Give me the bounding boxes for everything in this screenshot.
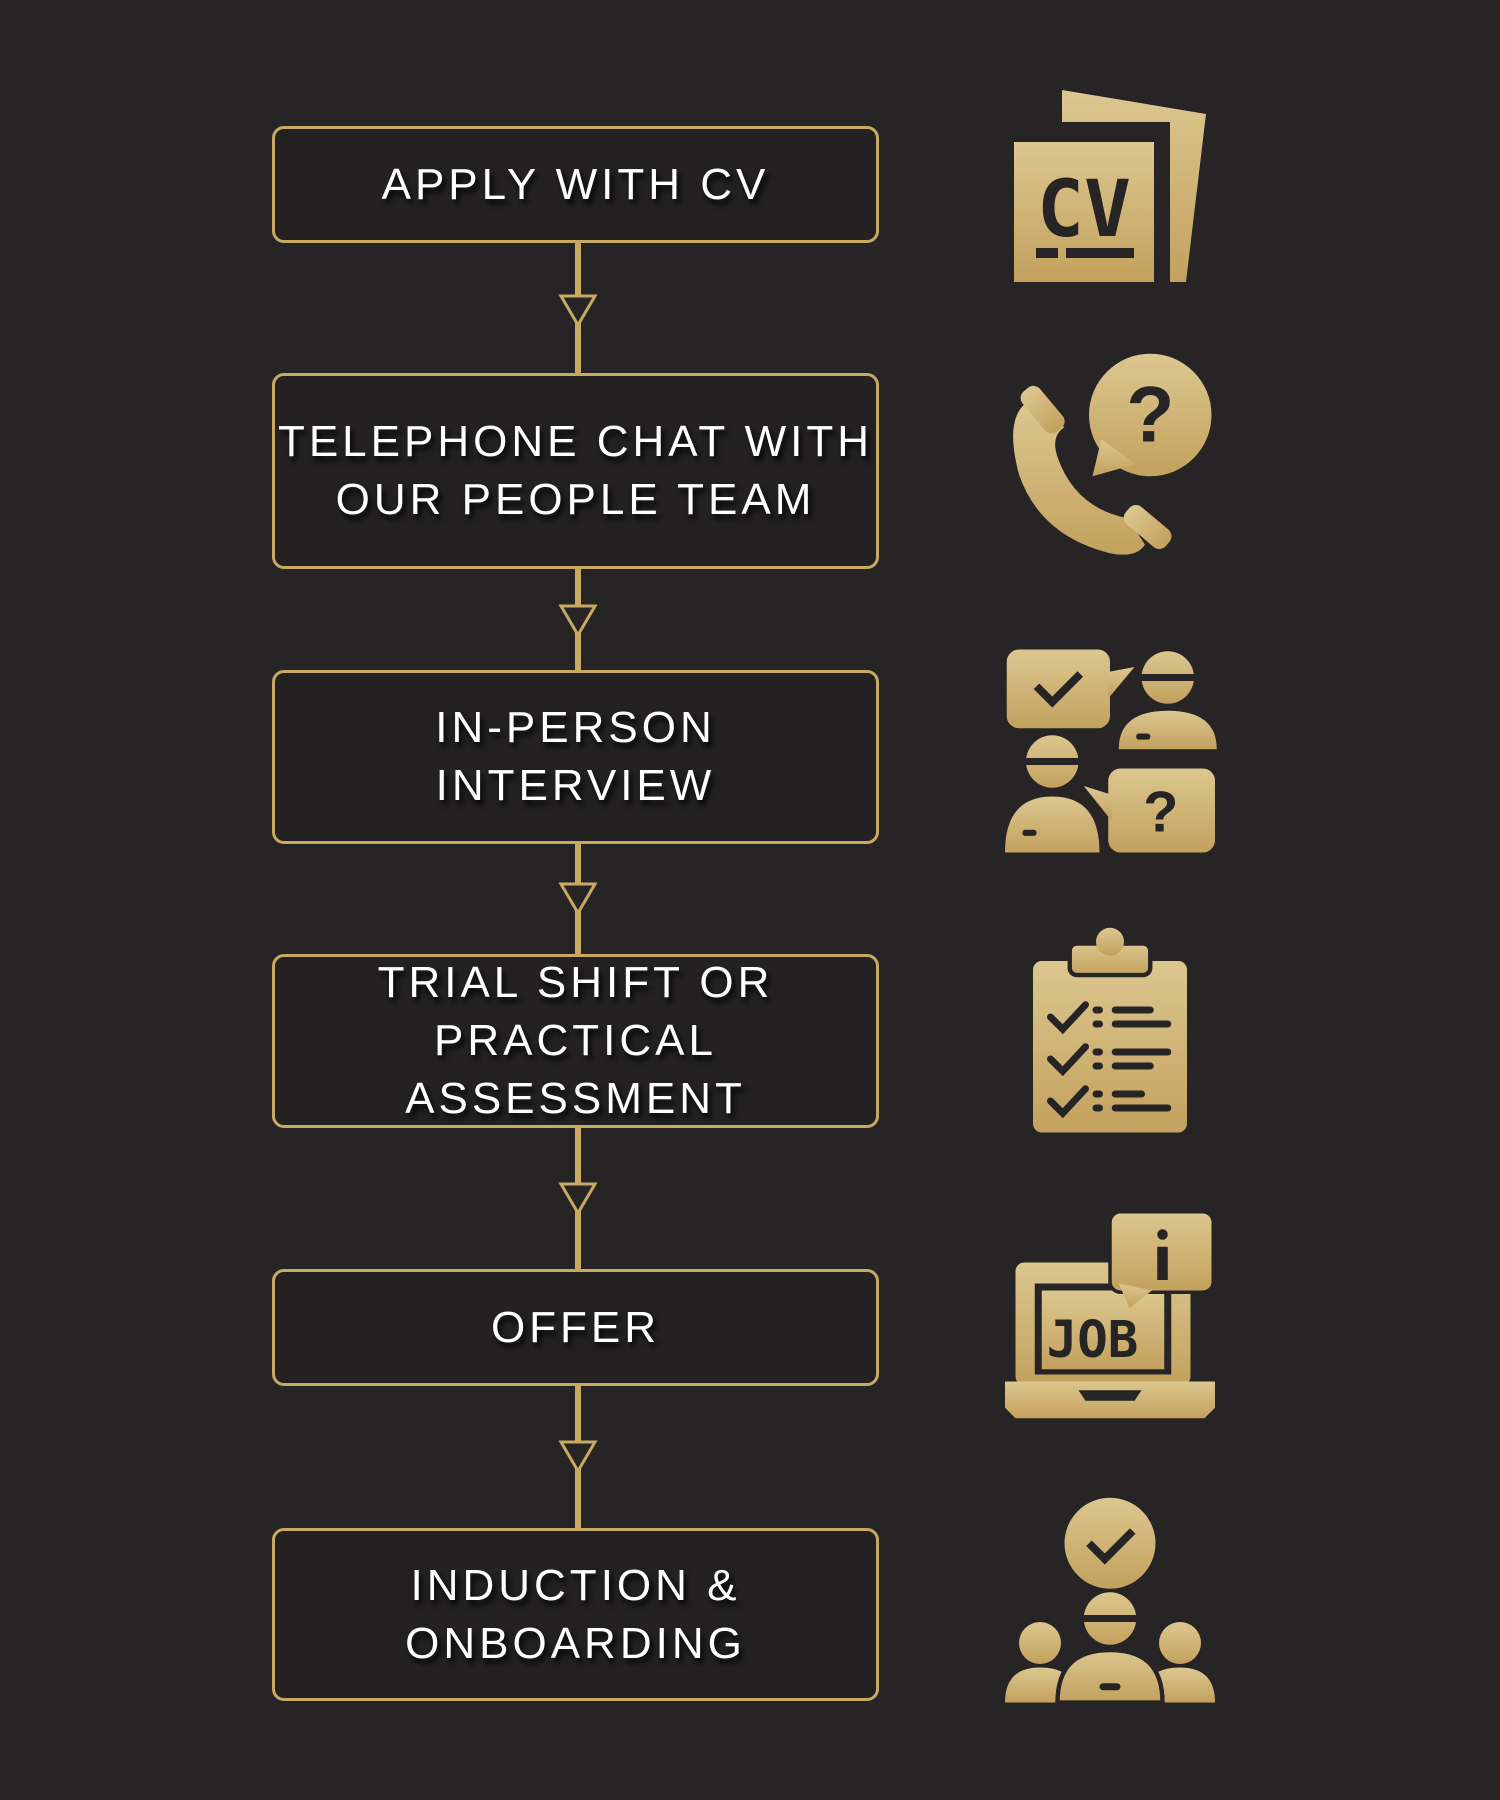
interview-icon: ? bbox=[1005, 649, 1217, 853]
svg-text:JOB: JOB bbox=[1047, 1310, 1139, 1369]
arrow-down-icon bbox=[558, 294, 598, 328]
step-induction-onboarding: INDUCTION & ONBOARDING bbox=[272, 1528, 879, 1701]
step-label: OFFER bbox=[490, 1302, 661, 1352]
phone-question-icon: ? bbox=[1013, 353, 1212, 555]
step-in-person-interview: IN-PERSON INTERVIEW bbox=[272, 670, 879, 844]
arrow-down-icon bbox=[558, 882, 598, 916]
step-label: TELEPHONE CHAT WITH OUR PEOPLE TEAM bbox=[277, 417, 874, 524]
svg-text:?: ? bbox=[1126, 370, 1174, 458]
step-trial-shift: TRIAL SHIFT OR PRACTICAL ASSESSMENT bbox=[272, 954, 879, 1128]
step-label: TRIAL SHIFT OR PRACTICAL ASSESSMENT bbox=[377, 958, 774, 1123]
arrow-down-icon bbox=[558, 1182, 598, 1216]
job-laptop-icon: JOB bbox=[1005, 1210, 1215, 1419]
step-label: INDUCTION & ONBOARDING bbox=[405, 1560, 746, 1668]
step-telephone-chat: TELEPHONE CHAT WITH OUR PEOPLE TEAM bbox=[272, 373, 879, 569]
arrow-down-icon bbox=[558, 1440, 598, 1474]
checklist-clipboard-icon bbox=[1033, 927, 1187, 1133]
step-label: IN-PERSON INTERVIEW bbox=[435, 703, 716, 810]
arrow-down-icon bbox=[558, 604, 598, 638]
team-onboarding-icon bbox=[1005, 1497, 1215, 1705]
cv-document-icon: CV bbox=[1014, 90, 1206, 282]
step-offer: OFFER bbox=[272, 1269, 879, 1386]
svg-text:CV: CV bbox=[1037, 165, 1131, 255]
step-label: APPLY WITH CV bbox=[381, 159, 770, 209]
step-apply-with-cv: APPLY WITH CV bbox=[272, 126, 879, 243]
svg-text:?: ? bbox=[1143, 781, 1178, 845]
